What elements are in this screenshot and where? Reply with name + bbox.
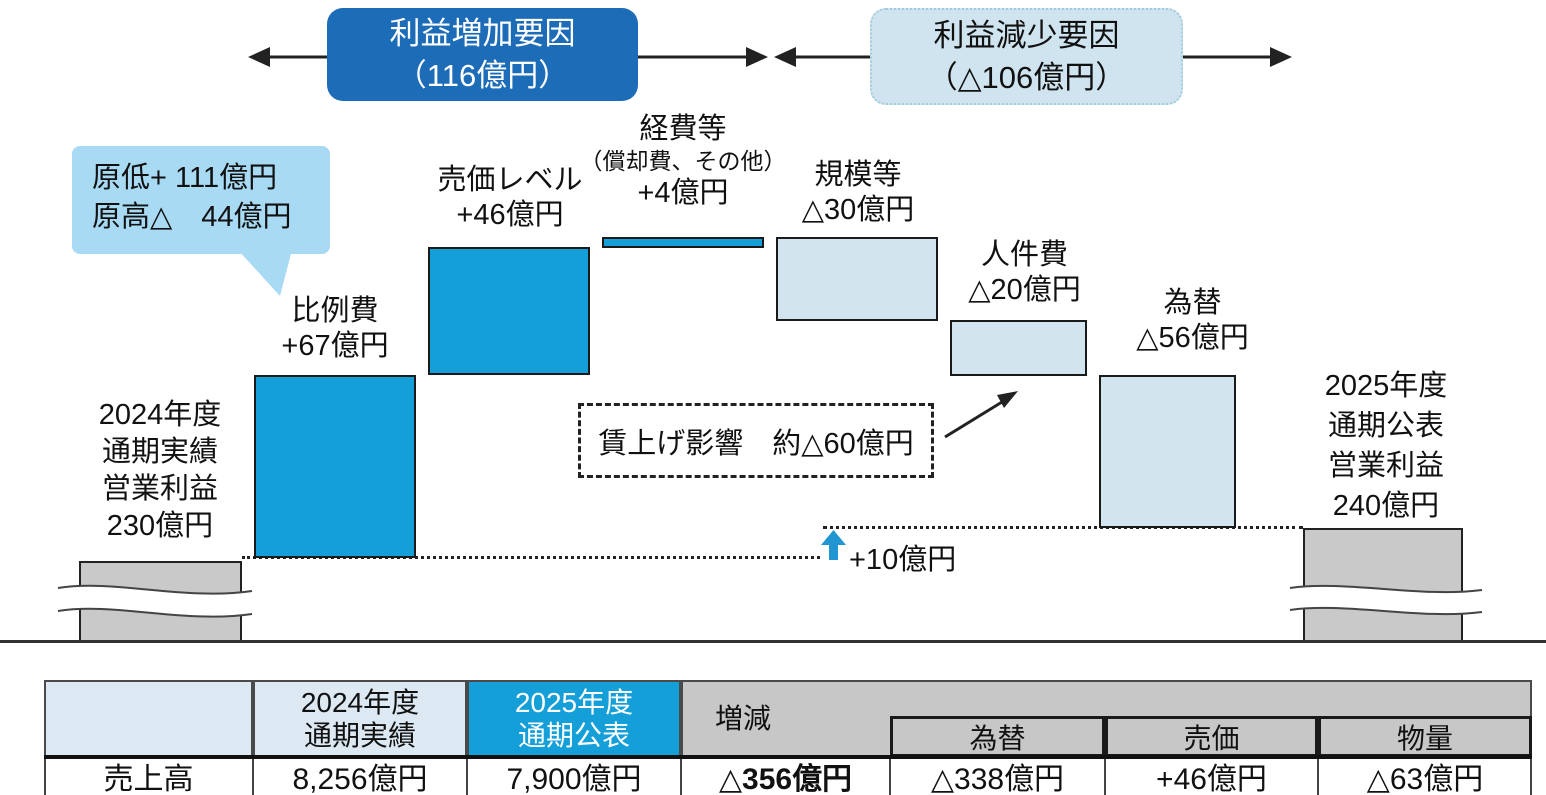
table-grid-line — [252, 757, 254, 795]
profit-increase-header: 利益増加要因 （116億円） — [327, 8, 638, 101]
baseline-240-dotted — [823, 526, 1303, 529]
label-hireihi-value: +67億円 — [281, 330, 389, 362]
label-kawase-name: 為替 — [1163, 287, 1222, 319]
baseline-230-dotted — [242, 556, 820, 559]
callout-tail — [238, 250, 292, 296]
step-up-arrow-icon — [821, 530, 846, 560]
table-header-fy2025: 2025年度 通期公表 — [467, 680, 681, 757]
table-subheader-fx: 為替 — [890, 716, 1105, 757]
label-hireihi-name: 比例費 — [291, 295, 379, 327]
label-hireihi: 比例費 +67億円 — [240, 294, 430, 364]
callout-line2: 原高△ 44億円 — [92, 201, 292, 233]
table-header-blank — [44, 680, 253, 757]
table-grid-line — [1317, 757, 1319, 795]
label-jinkenhi: 人件費 △20億円 — [942, 238, 1107, 308]
table-header-fy2024: 2024年度 通期実績 — [253, 680, 467, 757]
table-grid-line — [1530, 757, 1532, 795]
table-header-change-label: 増減 — [715, 703, 772, 734]
profit-decrease-header: 利益減少要因 （△106億円） — [870, 8, 1183, 105]
table-subheader-volume: 物量 — [1318, 716, 1532, 757]
wage-impact-text: 賃上げ影響 約△60億円 — [598, 427, 914, 460]
label-kawase: 為替 △56億円 — [1105, 286, 1280, 356]
end-bar-2025 — [1303, 528, 1463, 642]
table-cell-price: +46億円 — [1105, 757, 1318, 795]
table-header-divider — [44, 755, 1532, 759]
start-bar-2024 — [79, 561, 242, 643]
table-subheader-price: 売価 — [1105, 716, 1318, 757]
label-baika: 売価レベル +46億円 — [400, 163, 620, 233]
table-grid-line — [44, 757, 46, 795]
bar-hireihi — [254, 375, 416, 558]
end-total-label: 2025年度 通期公表 営業利益 240億円 — [1324, 370, 1448, 522]
table-cell-fx: △338億円 — [890, 757, 1105, 795]
table-cell-change: △356億円 — [681, 757, 890, 795]
bar-jinkenhi — [950, 320, 1087, 376]
label-keihi: 経費等 （償却費、その他） +4億円 — [570, 112, 796, 211]
start-total-label: 2024年度 通期実績 営業利益 230億円 — [98, 399, 222, 542]
bar-keihi — [602, 237, 764, 248]
net-step-label: +10億円 — [849, 544, 957, 576]
table-grid-line — [1104, 757, 1106, 795]
label-keihi-sub: （償却費、その他） — [579, 148, 787, 174]
bar-kibo — [776, 237, 938, 321]
table-cell-fy2024: 8,256億円 — [253, 757, 467, 795]
label-baika-name: 売価レベル — [437, 164, 583, 196]
bar-baika-level — [428, 247, 590, 375]
label-baika-value: +46億円 — [456, 199, 564, 231]
table-cell-fy2025: 7,900億円 — [467, 757, 681, 795]
table-grid-line — [466, 757, 468, 795]
x-axis-line — [0, 640, 1546, 643]
table-grid-line — [889, 757, 891, 795]
bar-kawase — [1099, 375, 1236, 528]
label-kawase-value: △56億円 — [1136, 322, 1249, 354]
label-jinkenhi-value: △20億円 — [968, 274, 1081, 306]
label-kibo-name: 規模等 — [814, 159, 902, 191]
label-keihi-name: 経費等 — [639, 113, 727, 145]
label-jinkenhi-name: 人件費 — [980, 239, 1068, 271]
table-row-sales-label: 売上高 — [44, 757, 253, 795]
label-kibo: 規模等 △30億円 — [768, 158, 948, 228]
label-kibo-value: △30億円 — [801, 194, 915, 226]
table-grid-line — [680, 757, 682, 795]
label-keihi-value: +4億円 — [637, 177, 729, 209]
cost-breakdown-callout: 原低+ 111億円 原高△ 44億円 — [72, 146, 330, 254]
callout-line1: 原低+ 111億円 — [92, 162, 278, 194]
wage-impact-note: 賃上げ影響 約△60億円 — [578, 403, 934, 478]
table-cell-volume: △63億円 — [1318, 757, 1532, 795]
wage-pointer-arrow — [944, 391, 1018, 439]
